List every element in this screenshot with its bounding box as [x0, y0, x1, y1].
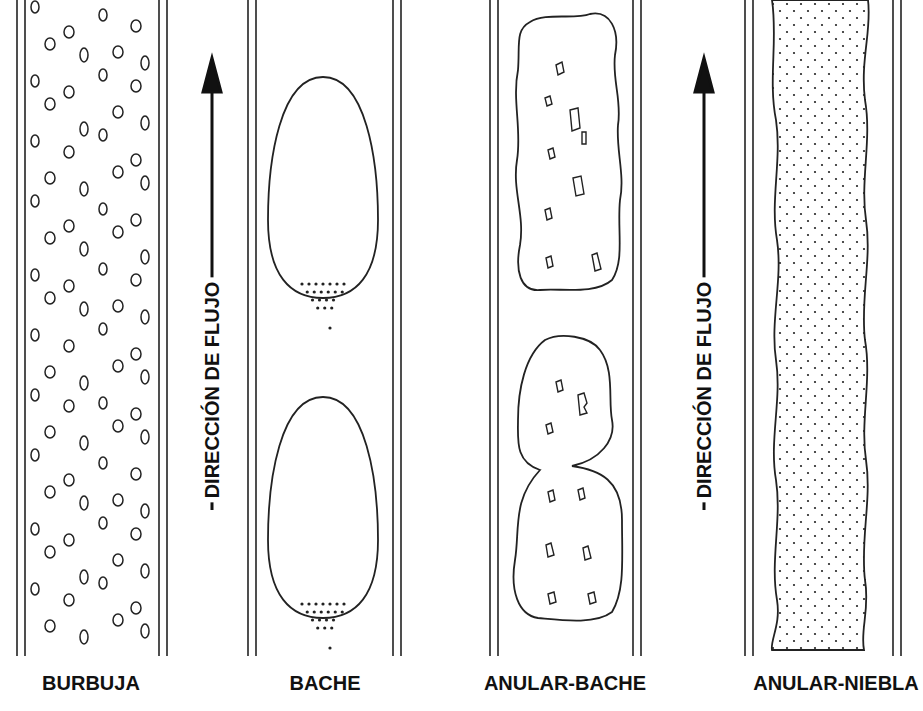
regime-label: BURBUJA — [42, 673, 140, 693]
flow-direction-label: DIRECCIÓN DE FLUJO — [692, 278, 716, 503]
regime-label: BACHE — [289, 673, 360, 693]
regime-label: ANULAR-BACHE — [484, 673, 646, 693]
flow-direction-label: DIRECCIÓN DE FLUJO — [200, 278, 224, 503]
regime-label: ANULAR-NIEBLA — [753, 673, 919, 693]
